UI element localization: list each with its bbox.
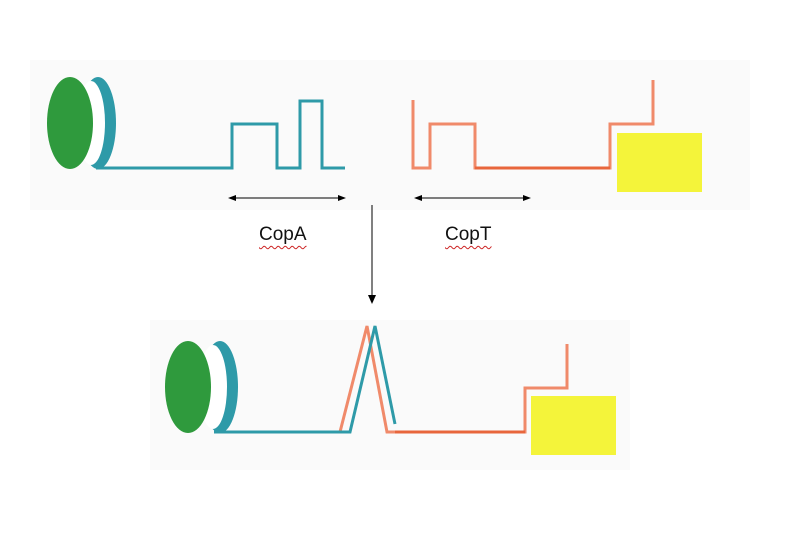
complex-target-box <box>531 396 616 455</box>
protein-body <box>47 77 93 169</box>
copa-copt-complex <box>165 325 616 455</box>
copt-strand <box>411 80 655 170</box>
target-box <box>617 133 702 192</box>
complex-protein-body <box>165 341 211 433</box>
copt-span-arrow <box>414 195 531 201</box>
copt-label: CopT <box>445 224 492 245</box>
copa-span-arrow <box>228 195 346 201</box>
copt-molecule <box>411 80 702 192</box>
copa-label: CopA <box>259 224 307 245</box>
complex-copa-strand <box>214 325 397 434</box>
copa-strand <box>96 99 345 170</box>
copa-molecule <box>47 77 345 170</box>
down-arrow <box>368 205 376 304</box>
